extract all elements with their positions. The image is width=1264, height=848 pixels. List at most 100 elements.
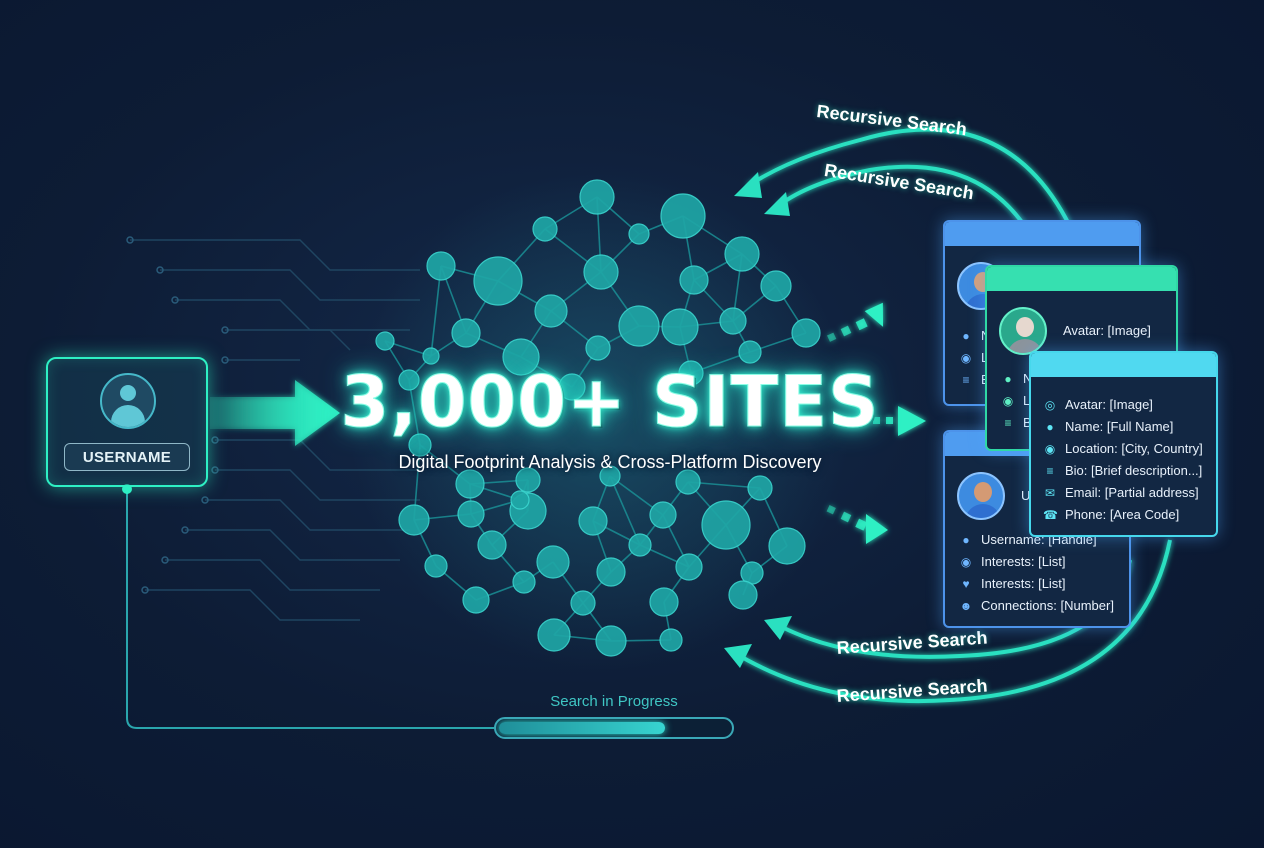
card-field: Name: [Full Name] [1065, 419, 1174, 434]
network-node [558, 373, 586, 401]
network-node [502, 338, 540, 376]
location-pin-icon: ◉ [1002, 393, 1014, 408]
network-node [585, 335, 611, 361]
network-node [628, 223, 650, 245]
network-node [661, 308, 699, 346]
card-field: Phone: [Area Code] [1065, 507, 1180, 522]
network-node [675, 469, 701, 495]
network-node [660, 193, 706, 239]
card-field: Email: [Partial address] [1065, 485, 1199, 500]
network-node [628, 533, 652, 557]
circuit-node [161, 556, 169, 564]
output-arrow-top [827, 302, 884, 342]
heart-icon: ♥ [962, 576, 970, 591]
network-node [457, 500, 485, 528]
network-node [422, 347, 440, 365]
arc-arrowhead [734, 172, 762, 198]
network-node [477, 530, 507, 560]
card-field: Bi [1023, 415, 1035, 430]
circuit-node [141, 586, 149, 594]
network-node [618, 305, 660, 347]
arc-arrowhead [764, 616, 792, 640]
network-node [719, 307, 747, 335]
circuit-node [126, 236, 134, 244]
network-node [738, 340, 762, 364]
card-field: Avatar: [Image] [1065, 397, 1153, 412]
card-field: Connections: [Number] [981, 598, 1114, 613]
card-field: Bio: [Brief description...] [1065, 463, 1203, 478]
phone-icon: ☎ [1043, 507, 1058, 522]
page-title: 3,000+ SITES [340, 361, 880, 444]
avatar-icon [957, 472, 1005, 520]
username-node: USERNAME [46, 357, 208, 487]
user-icon: ● [1046, 419, 1054, 434]
avatar-icon: ◎ [1044, 397, 1056, 412]
network-node [515, 467, 541, 493]
circuit-trace [205, 499, 410, 531]
network-node [747, 475, 773, 501]
circuit-node [221, 356, 229, 364]
circuit-trace [145, 589, 360, 621]
progress-bar [494, 717, 734, 739]
bio-lines-icon: ≡ [1046, 463, 1054, 478]
network-node [595, 625, 627, 657]
user-icon: ● [962, 328, 970, 343]
card-header-bar [1031, 353, 1216, 377]
bio-lines-icon: ≡ [1004, 415, 1012, 430]
circuit-trace [130, 239, 420, 271]
network-node [678, 360, 704, 386]
network-node [473, 256, 523, 306]
card-field: U [1021, 488, 1031, 503]
circuit-node [156, 266, 164, 274]
network-node [570, 590, 596, 616]
network-node [532, 216, 558, 242]
network-node [649, 501, 677, 529]
network-edge [430, 265, 442, 357]
profile-card-front: ◎Avatar: [Image] ●Name: [Full Name] ◉Loc… [1029, 351, 1218, 537]
network-node [649, 587, 679, 617]
network-node [534, 294, 568, 328]
network-edge [609, 475, 641, 546]
card-field: L [981, 350, 988, 365]
network-node [701, 500, 751, 550]
page-subtitle: Digital Footprint Analysis & Cross-Platf… [398, 452, 822, 472]
network-node [512, 570, 536, 594]
network-nodes [375, 179, 821, 657]
user-icon [100, 373, 156, 429]
card-field: Avatar: [Image] [1063, 323, 1151, 338]
location-pin-icon: ◉ [1044, 441, 1056, 456]
circuit-trace [160, 269, 420, 301]
network-node [398, 504, 430, 536]
network-node [675, 553, 703, 581]
progress-fill [499, 722, 665, 734]
card-field: Interests: [List] [981, 576, 1066, 591]
circuit-trace [225, 329, 351, 351]
user-icon: ● [962, 532, 970, 547]
progress-connector [126, 489, 494, 729]
network-node [510, 490, 530, 510]
network-node [537, 618, 571, 652]
recursive-arcs-top [746, 127, 1092, 277]
network-node [791, 318, 821, 348]
circuit-node [201, 496, 209, 504]
network-node [578, 506, 608, 536]
location-pin-icon: ◉ [960, 554, 972, 569]
arc-arrowhead [724, 644, 752, 668]
circuit-trace [185, 529, 400, 561]
network-node [659, 628, 683, 652]
circuit-node [211, 436, 219, 444]
network-node [599, 465, 621, 487]
network-node [760, 270, 792, 302]
network-node [596, 557, 626, 587]
input-arrow [210, 380, 340, 446]
circuit-trace [175, 299, 410, 331]
card-field: Interests: [List] [981, 554, 1066, 569]
network-node [426, 251, 456, 281]
network-node [583, 254, 619, 290]
user-icon: ● [1004, 371, 1012, 386]
avatar-icon [999, 307, 1047, 355]
network-node [768, 527, 806, 565]
output-arrow-bottom [826, 505, 888, 544]
